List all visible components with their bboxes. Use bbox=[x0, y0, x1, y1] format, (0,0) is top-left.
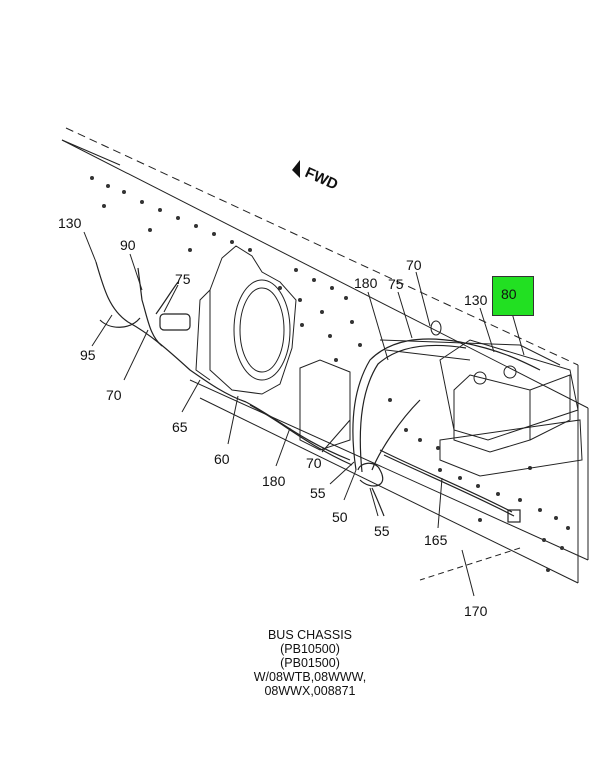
callout-80-label: 80 bbox=[501, 286, 517, 302]
callout-55: 55 bbox=[374, 523, 390, 539]
junction-box bbox=[299, 359, 351, 451]
caption-line-4: W/08WTB,08WWW, bbox=[253, 670, 367, 684]
frame-rail bbox=[61, 127, 589, 584]
callout-70: 70 bbox=[406, 257, 422, 273]
callout-95: 95 bbox=[80, 347, 96, 363]
rail-holes bbox=[90, 176, 570, 572]
caption-line-3: (PB01500) bbox=[280, 656, 340, 670]
callout-90: 90 bbox=[120, 237, 136, 253]
callout-70: 70 bbox=[106, 387, 122, 403]
caption-line-5: 08WWX,008871 bbox=[264, 684, 356, 698]
callout-165: 165 bbox=[424, 532, 448, 548]
caption-line-1: BUS CHASSIS bbox=[267, 628, 353, 642]
callout-60: 60 bbox=[214, 451, 230, 467]
highlighted-callout-80[interactable]: 80 bbox=[492, 276, 534, 316]
caption-line-2: (PB10500) bbox=[280, 642, 340, 656]
callout-170: 170 bbox=[464, 603, 488, 619]
callout-70: 70 bbox=[306, 455, 322, 471]
battery-box bbox=[379, 320, 583, 477]
callout-75: 75 bbox=[175, 271, 191, 287]
callout-65: 65 bbox=[172, 419, 188, 435]
callout-55: 55 bbox=[310, 485, 326, 501]
callout-180: 180 bbox=[354, 275, 378, 291]
fwd-label: FWD bbox=[302, 164, 340, 193]
callout-130: 130 bbox=[58, 215, 82, 231]
left-harness bbox=[95, 261, 353, 466]
callout-labels: 130 90 75 95 70 65 60 180 70 55 50 55 16… bbox=[58, 215, 488, 619]
fwd-arrow-icon bbox=[292, 160, 300, 178]
flywheel-housing bbox=[195, 245, 297, 395]
callout-130: 130 bbox=[464, 292, 488, 308]
callout-50: 50 bbox=[332, 509, 348, 525]
main-harness bbox=[352, 338, 541, 523]
callout-75: 75 bbox=[388, 276, 404, 292]
diagram-caption: BUS CHASSIS (PB10500) (PB01500) W/08WTB,… bbox=[210, 628, 410, 698]
callout-180: 180 bbox=[262, 473, 286, 489]
leader-lines bbox=[83, 231, 525, 597]
